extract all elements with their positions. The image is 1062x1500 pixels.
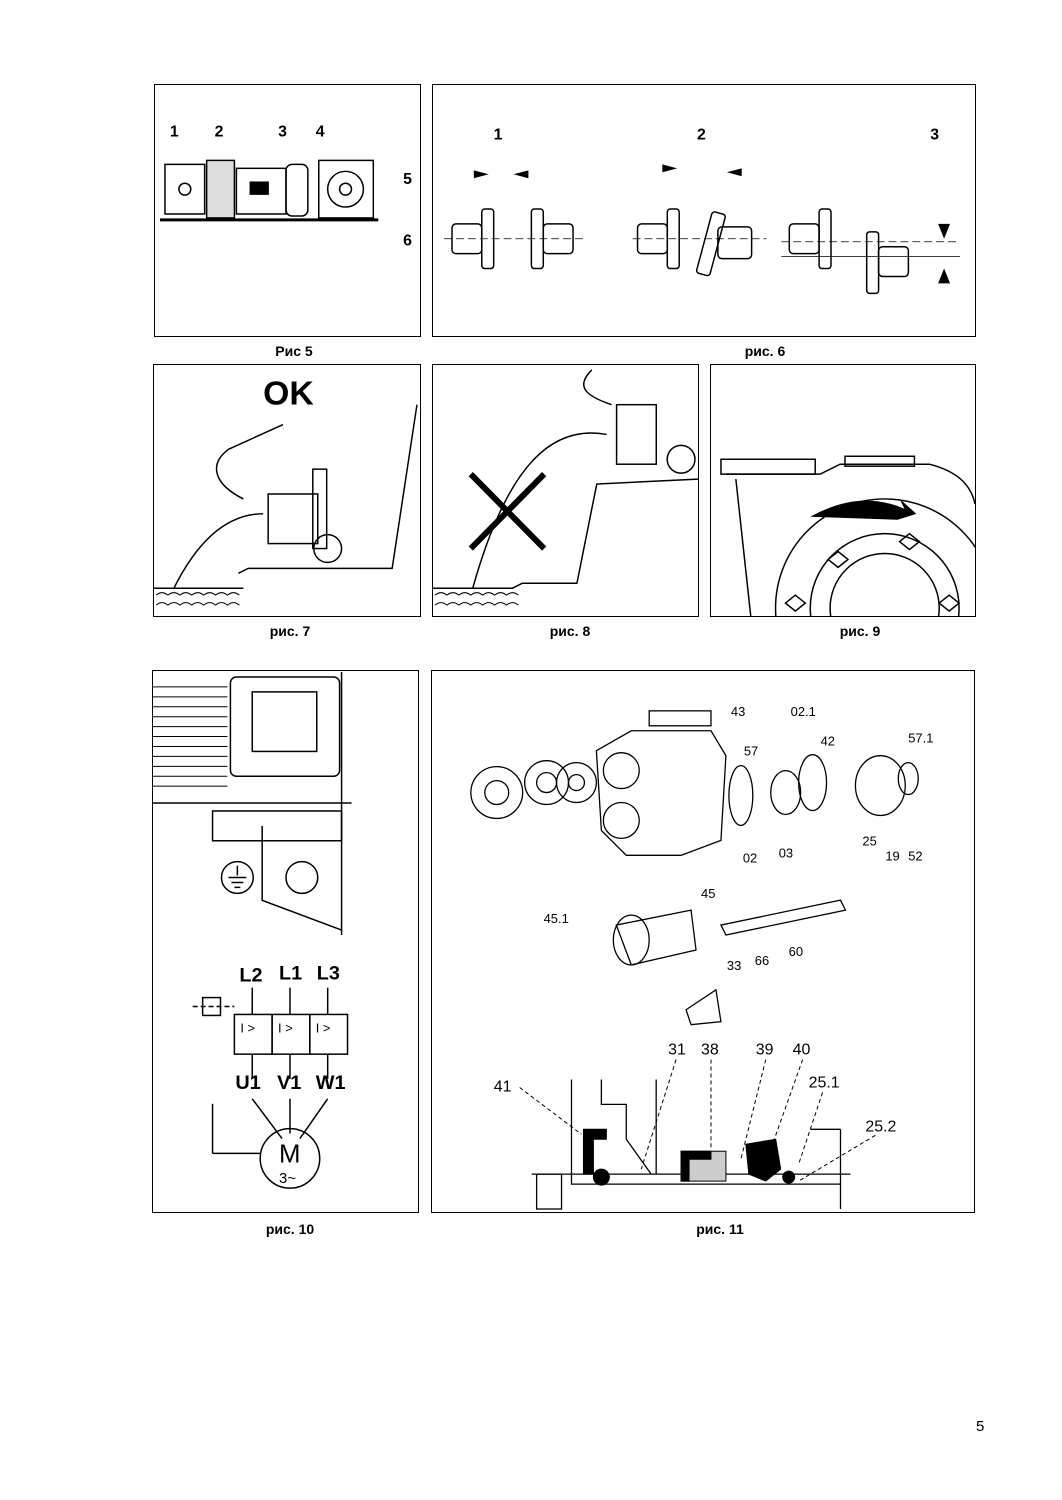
- part-19: 19: [885, 848, 899, 863]
- page-number: 5: [976, 1418, 985, 1435]
- case-3-label: 3: [930, 127, 939, 144]
- part-33: 33: [727, 958, 741, 973]
- rotation-direction-drawing: [720, 455, 975, 616]
- part-57-1: 57.1: [908, 731, 933, 746]
- part-57: 57: [744, 744, 758, 759]
- rotation-arrow-icon: [810, 498, 917, 520]
- label-4: 4: [316, 124, 325, 141]
- incorrect-installation-drawing: [433, 369, 698, 606]
- relay-1: I >: [240, 1020, 255, 1035]
- cross-icon: [468, 472, 547, 551]
- motor-label: M: [279, 1140, 301, 1168]
- part-39: 39: [756, 1042, 774, 1059]
- caption-fig9: рис. 9: [839, 623, 881, 639]
- label-1: 1: [170, 124, 179, 141]
- caption-fig10: рис. 10: [265, 1221, 315, 1237]
- part-66: 66: [755, 953, 769, 968]
- line-l1: L1: [279, 963, 302, 985]
- line-l3: L3: [317, 963, 340, 985]
- part-60: 60: [789, 944, 803, 959]
- part-41: 41: [494, 1078, 512, 1095]
- part-52: 52: [908, 848, 922, 863]
- case-2-label: 2: [697, 127, 706, 144]
- coupling-alignment-drawing: 1 2 3: [444, 127, 960, 295]
- relay-2: I >: [278, 1020, 293, 1035]
- arrow-icons: [473, 164, 951, 284]
- figure-8: [432, 364, 699, 617]
- part-02: 02: [743, 850, 757, 865]
- figure-7: OK: [153, 364, 421, 617]
- figure-9: [710, 364, 976, 617]
- motor-circle: [259, 1127, 321, 1189]
- part-40: 40: [793, 1042, 811, 1059]
- part-25-1: 25.1: [809, 1074, 840, 1091]
- figure-11: 43 02.1 42 57 57.1 25 19 52 02 03 45 45.…: [431, 670, 975, 1213]
- caption-fig6: рис. 6: [744, 343, 786, 359]
- part-42: 42: [821, 734, 835, 749]
- label-3: 3: [278, 124, 287, 141]
- part-45: 45: [701, 886, 715, 901]
- rotation-symbol-circle: [285, 860, 319, 895]
- label-6: 6: [403, 233, 412, 250]
- part-02-1: 02.1: [791, 704, 816, 719]
- correct-installation-drawing: OK: [154, 375, 418, 606]
- electrical-connection-drawing: L2 L1 L3 I > I > I > U1 V1 W1 M: [153, 672, 352, 1189]
- label-5: 5: [403, 171, 412, 188]
- caption-fig7: рис. 7: [269, 623, 311, 639]
- part-31: 31: [668, 1042, 686, 1059]
- figure-10: L2 L1 L3 I > I > I > U1 V1 W1 M: [152, 670, 419, 1213]
- phase-u1: U1: [235, 1072, 260, 1094]
- case-1-label: 1: [494, 127, 503, 144]
- ground-symbol-circle: [220, 860, 254, 895]
- caption-fig11: рис. 11: [696, 1221, 744, 1237]
- figure-6: 1 2 3: [432, 84, 976, 337]
- caption-fig8: рис. 8: [549, 623, 591, 639]
- label-2: 2: [215, 124, 224, 141]
- pump-motor-assembly-drawing: 1 2 3 4 5 6: [160, 124, 412, 250]
- figure-5: 1 2 3 4 5 6: [154, 84, 421, 337]
- relay-3: I >: [316, 1020, 331, 1035]
- part-43: 43: [731, 704, 745, 719]
- caption-fig5: Рис 5: [275, 343, 313, 359]
- part-03: 03: [779, 845, 793, 860]
- ok-text: OK: [263, 375, 314, 413]
- part-25: 25: [862, 833, 876, 848]
- phase-w1: W1: [316, 1072, 346, 1094]
- part-25-2: 25.2: [865, 1118, 896, 1135]
- part-45-1: 45.1: [544, 911, 569, 926]
- pump-exploded-view-drawing: 43 02.1 42 57 57.1 25 19 52 02 03 45 45.…: [470, 704, 933, 1210]
- motor-sub-label: 3~: [279, 1171, 296, 1187]
- part-38: 38: [701, 1042, 719, 1059]
- phase-v1: V1: [277, 1072, 301, 1094]
- line-l2: L2: [239, 965, 262, 987]
